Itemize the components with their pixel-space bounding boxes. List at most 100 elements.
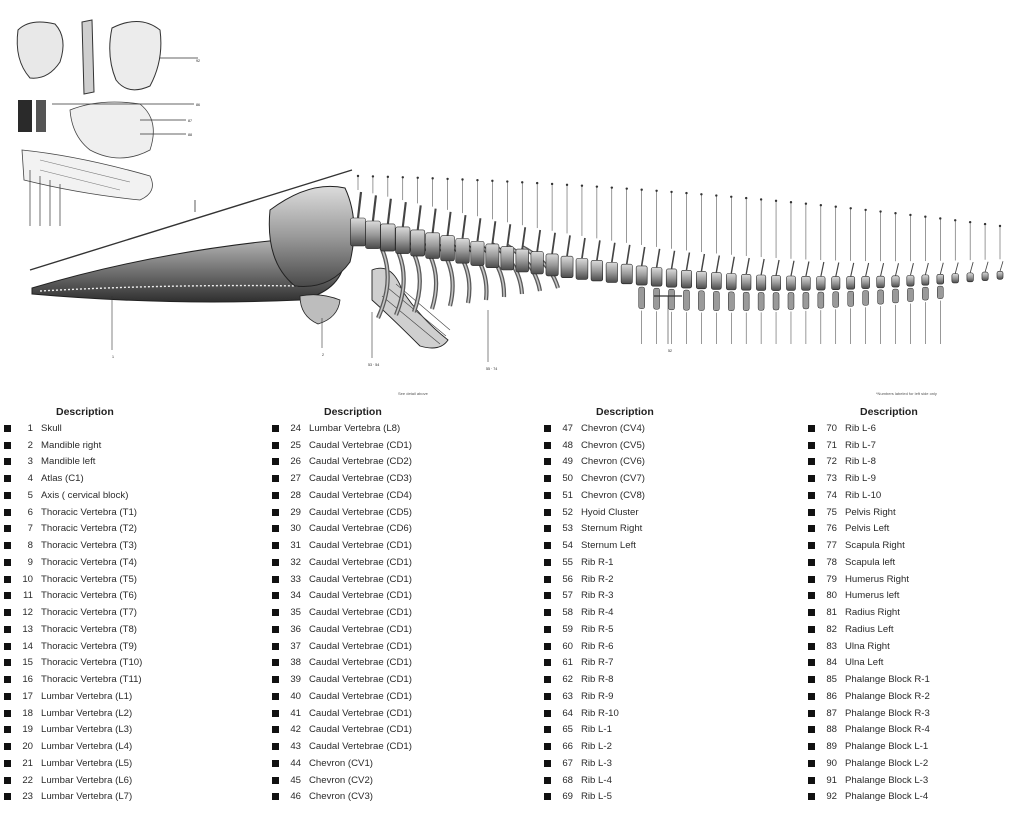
table-row: 34Caudal Vertebrae (CD1) xyxy=(272,588,522,605)
bullet-square-icon xyxy=(544,609,551,616)
bone-number: 47 xyxy=(551,423,581,434)
bullet-square-icon xyxy=(808,458,815,465)
neural-spine xyxy=(477,218,480,241)
vertebra xyxy=(441,236,455,261)
table-column-3: Description 47Chevron (CV4)48Chevron (CV… xyxy=(544,404,794,805)
bone-number: 31 xyxy=(279,540,309,551)
bone-description: Thoracic Vertebra (T4) xyxy=(41,557,137,568)
vertebra xyxy=(651,267,662,286)
neural-spine xyxy=(463,215,466,238)
bullet-square-icon xyxy=(808,777,815,784)
table-row: 71Rib L-7 xyxy=(808,437,1015,454)
vertebra xyxy=(381,224,396,251)
neural-spine xyxy=(686,252,689,270)
bone-description: Caudal Vertebrae (CD3) xyxy=(309,473,412,484)
table-row: 56Rib R-2 xyxy=(544,571,794,588)
bullet-square-icon xyxy=(544,458,551,465)
table-row: 22Lumbar Vertebra (L6) xyxy=(4,772,254,789)
bone-number: 76 xyxy=(815,523,845,534)
bone-number: 40 xyxy=(279,691,309,702)
bone-number: 58 xyxy=(551,607,581,618)
bone-number: 22 xyxy=(11,775,41,786)
bone-number: 91 xyxy=(815,775,845,786)
bullet-square-icon xyxy=(544,777,551,784)
bone-description: Thoracic Vertebra (T5) xyxy=(41,574,137,585)
bullet-square-icon xyxy=(272,777,279,784)
bone-description: Rib R-6 xyxy=(581,641,614,652)
callout-dot xyxy=(879,210,881,212)
bullet-square-icon xyxy=(4,576,11,583)
bullet-square-icon xyxy=(272,659,279,666)
vertebra xyxy=(982,272,988,280)
neural-spine xyxy=(612,243,615,263)
bone-number: 5 xyxy=(11,490,41,501)
vertebra xyxy=(877,276,885,288)
callout-skull: 1 xyxy=(112,355,114,359)
bone-number: 52 xyxy=(551,507,581,518)
bullet-square-icon xyxy=(4,643,11,650)
table-row: 7Thoracic Vertebra (T2) xyxy=(4,521,254,538)
column-rows: 47Chevron (CV4)48Chevron (CV5)49Chevron … xyxy=(544,420,794,805)
bone-description: Lumbar Vertebra (L4) xyxy=(41,741,132,752)
bullet-square-icon xyxy=(272,509,279,516)
vertebra xyxy=(606,262,617,282)
bone-number: 62 xyxy=(551,674,581,685)
bone-number: 46 xyxy=(279,791,309,802)
bone-number: 25 xyxy=(279,440,309,451)
bullet-square-icon xyxy=(4,442,11,449)
bone-number: 37 xyxy=(279,641,309,652)
bone-description: Rib L-2 xyxy=(581,741,612,752)
bone-number: 79 xyxy=(815,574,845,585)
vertebra xyxy=(546,254,558,276)
bone-description: Rib R-9 xyxy=(581,691,614,702)
bone-number: 12 xyxy=(11,607,41,618)
table-row: 79Humerus Right xyxy=(808,571,1015,588)
callout-dot xyxy=(760,198,762,200)
bone-description: Caudal Vertebrae (CD6) xyxy=(309,523,412,534)
table-row: 3Mandible left xyxy=(4,454,254,471)
vertebra xyxy=(591,260,603,281)
bone-number: 64 xyxy=(551,708,581,719)
bone-description: Axis ( cervical block) xyxy=(41,490,128,501)
callout-dot xyxy=(476,179,478,181)
table-row: 25Caudal Vertebrae (CD1) xyxy=(272,437,522,454)
bone-description: Caudal Vertebrae (CD1) xyxy=(309,724,412,735)
callout-dot xyxy=(730,196,732,198)
callout-dot xyxy=(954,219,956,221)
bone-description: Rib L-9 xyxy=(845,473,876,484)
neural-spine xyxy=(970,262,973,273)
bone-number: 45 xyxy=(279,775,309,786)
neural-spine xyxy=(791,261,794,276)
bone-number: 54 xyxy=(551,540,581,551)
bone-description: Caudal Vertebrae (CD1) xyxy=(309,708,412,719)
bone-description: Ulna Right xyxy=(845,641,890,652)
vertebra xyxy=(516,249,529,272)
bullet-square-icon xyxy=(808,425,815,432)
bone-number: 9 xyxy=(11,557,41,568)
callout-dot xyxy=(640,189,642,191)
bone-number: 17 xyxy=(11,691,41,702)
bullet-square-icon xyxy=(272,425,279,432)
bone-number: 84 xyxy=(815,657,845,668)
chevron xyxy=(713,291,719,310)
bone-description: Phalange Block R-1 xyxy=(845,674,930,685)
neural-spine xyxy=(955,262,958,273)
bone-description: Thoracic Vertebra (T6) xyxy=(41,590,137,601)
bone-description: Sternum Right xyxy=(581,523,642,534)
vertebra xyxy=(396,227,410,254)
vertebra xyxy=(636,266,647,285)
callout-dot xyxy=(685,192,687,194)
vertebra xyxy=(741,274,751,290)
bone-description: Chevron (CV2) xyxy=(309,775,373,786)
vertebra xyxy=(817,277,826,291)
vertebra xyxy=(561,256,573,277)
bone-description: Rib R-4 xyxy=(581,607,614,618)
table-row: 11Thoracic Vertebra (T6) xyxy=(4,588,254,605)
bullet-square-icon xyxy=(808,525,815,532)
bone-description: Sternum Left xyxy=(581,540,636,551)
vertebra xyxy=(771,276,780,291)
bone-description: Rib L-6 xyxy=(845,423,876,434)
